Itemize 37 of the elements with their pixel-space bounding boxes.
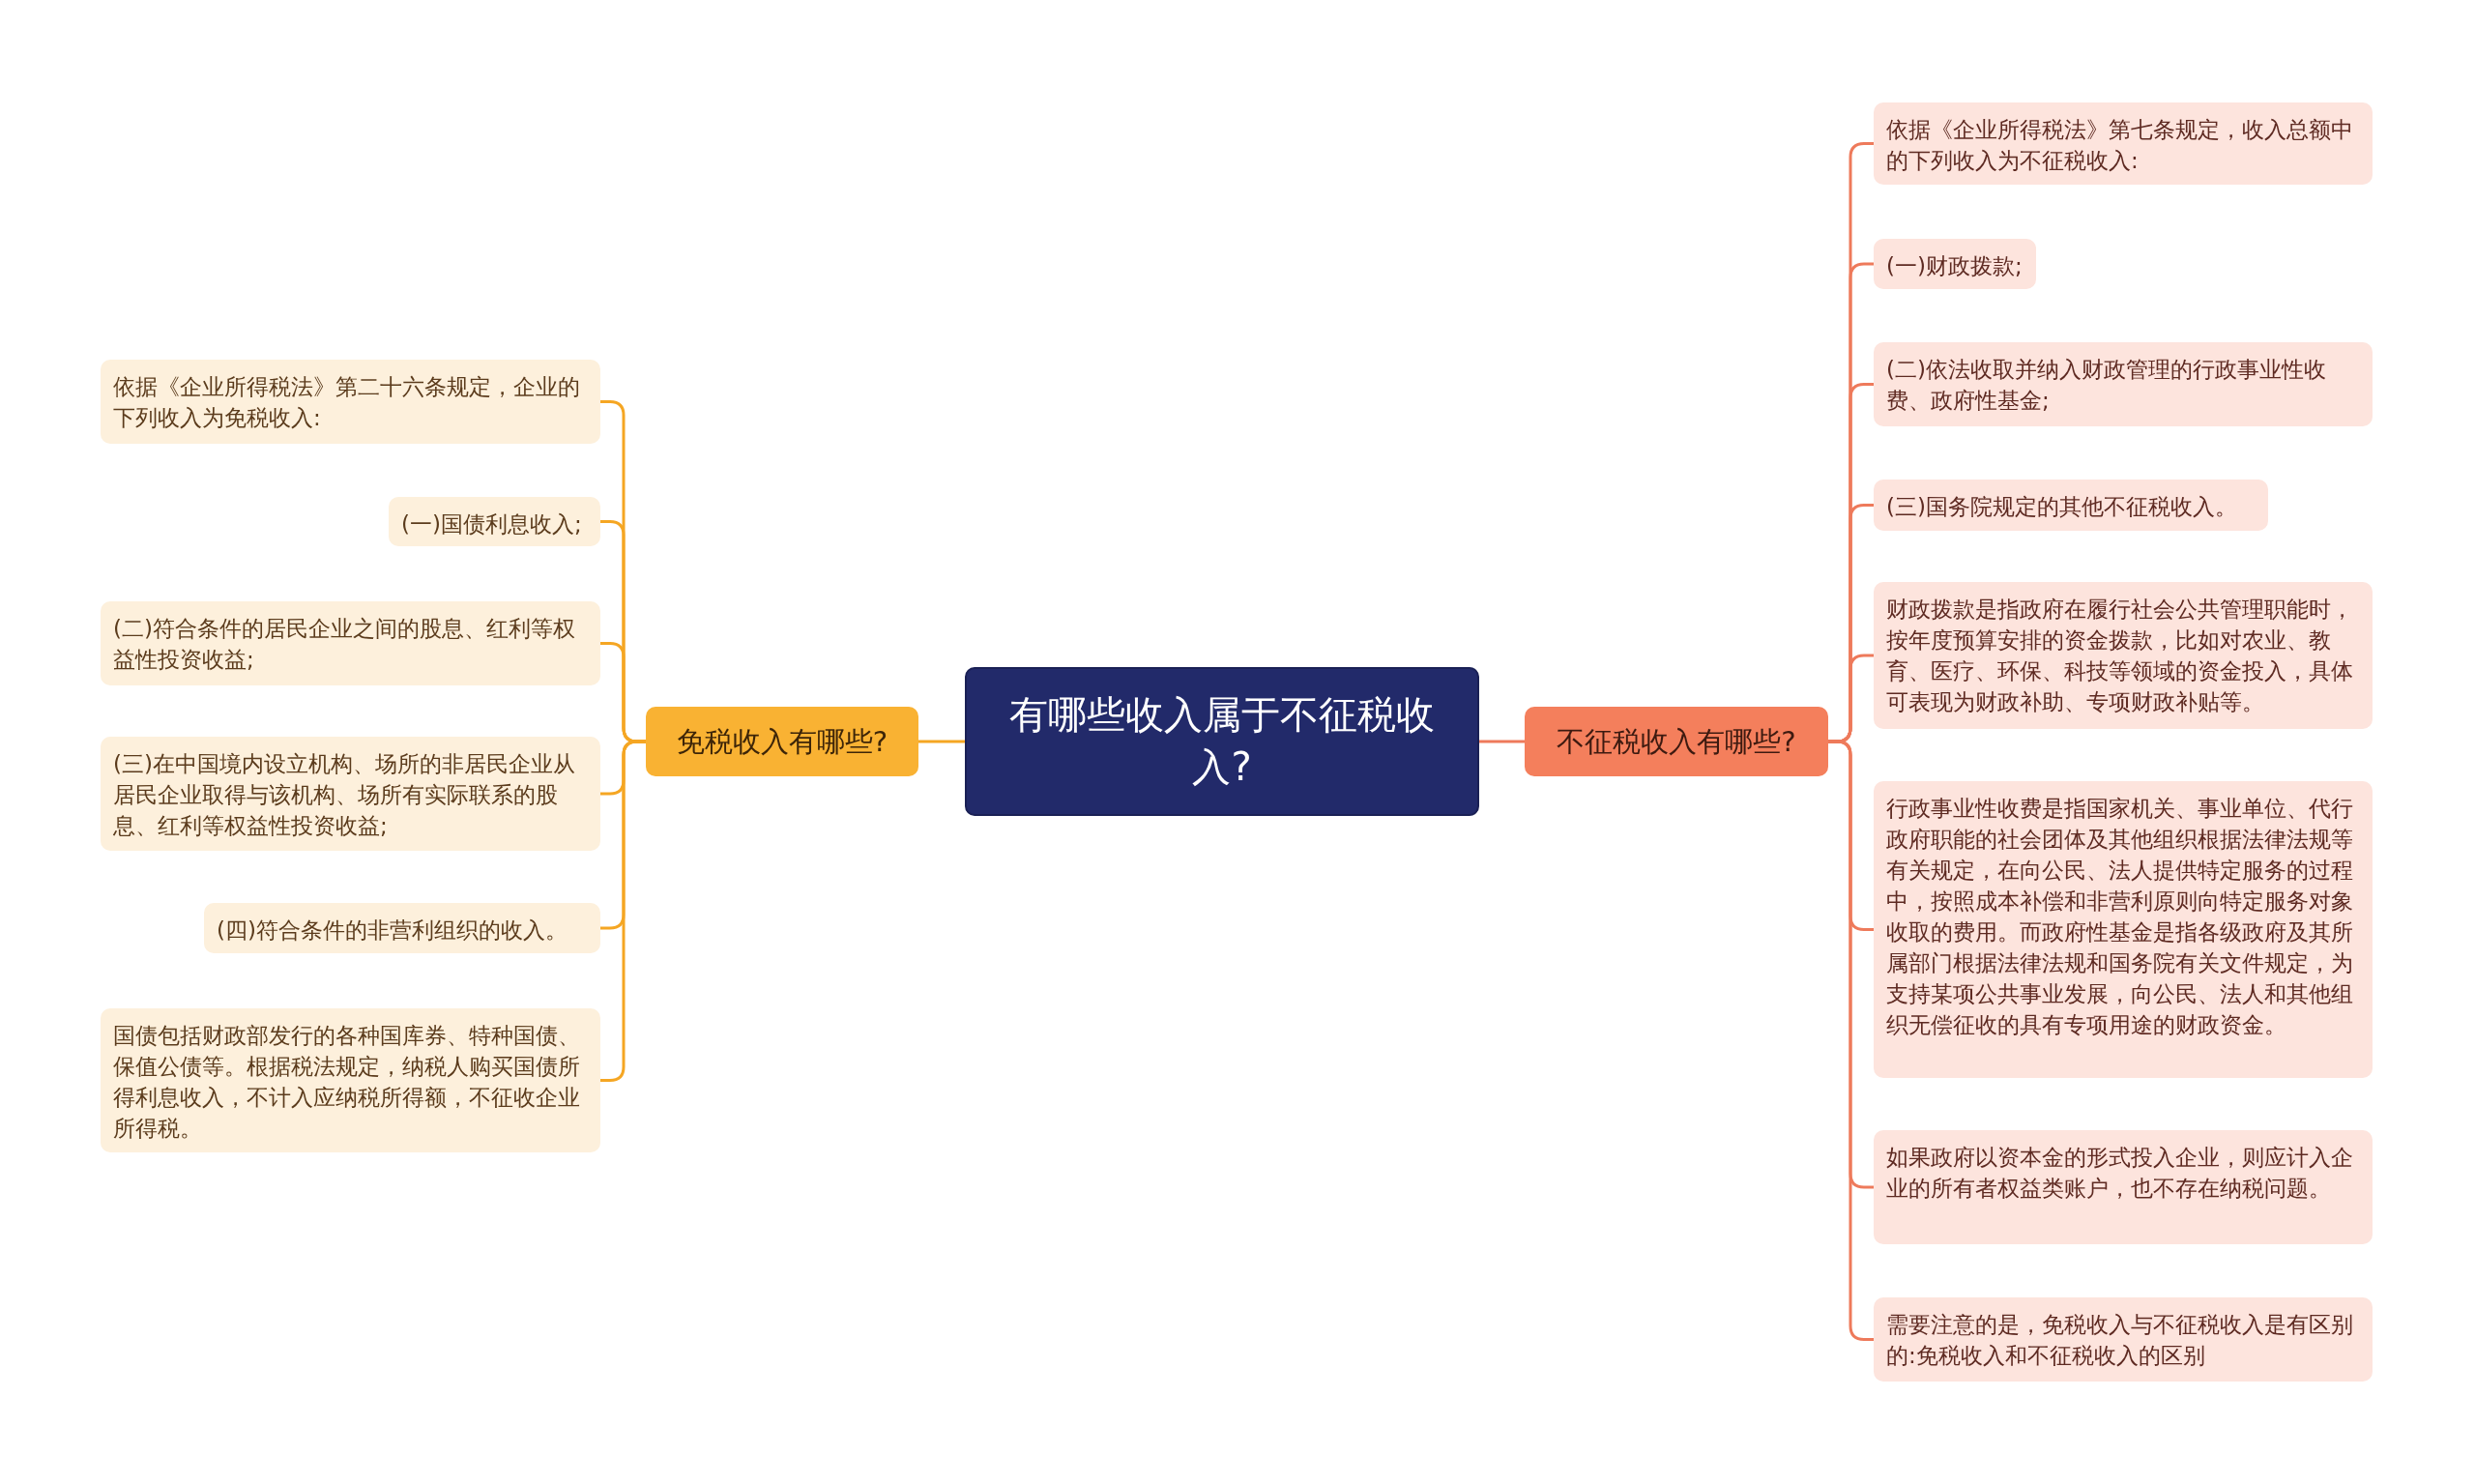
note-text: 依据《企业所得税法》第二十六条规定，企业的下列收入为免税收入: <box>113 373 581 432</box>
note-box <box>1874 1297 2373 1382</box>
note-text: 行政事业性收费是指国家机关、事业单位、代行政府职能的社会团体及其他组织根据法律法规等有关规定，在向公民、法人提供特定服务的过程中，按照成本补偿和非营利原则向特定服务对象收取的费用。而政府性基金是指各级政府及其所属部门根据法律法规和国务院有关文件规定，为支持某项公共事业发展，向公民、法人和其他组织无偿征收的具有专项用途的财政资金。 <box>1886 795 2354 1039</box>
note-box <box>1874 781 2373 1078</box>
branch-text: 免税收入有哪些? <box>675 724 889 760</box>
note-text: (二)符合条件的居民企业之间的股息、红利等权益性投资收益; <box>113 615 576 674</box>
note-text: (三)在中国境内设立机构、场所的非居民企业从居民企业取得与该机构、场所有实际联系的股息、红利等权益性投资收益; <box>113 750 576 840</box>
note-text: 需要注意的是，免税收入与不征税收入是有区别的:免税收入和不征税收入的区别 <box>1886 1311 2354 1370</box>
note-text: (四)符合条件的非营利组织的收入。 <box>217 917 568 945</box>
note-text: 如果政府以资本金的形式投入企业，则应计入企业的所有者权益类账户，也不存在纳税问题。 <box>1886 1144 2354 1203</box>
note-box <box>101 601 600 685</box>
branch-text: 不征税收入有哪些? <box>1556 724 1797 760</box>
note-box <box>1874 239 2036 289</box>
note-text: 依据《企业所得税法》第七条规定，收入总额中的下列收入为不征税收入: <box>1886 116 2354 175</box>
note-text: 财政拨款是指政府在履行社会公共管理职能时，按年度预算安排的资金拨款，比如对农业、教育、医疗、环保、科技等领域的资金投入，具体可表现为财政补助、专项财政补贴等。 <box>1886 596 2354 716</box>
note-text: 国债包括财政部发行的各种国库券、特种国债、保值公债等。根据税法规定，纳税人购买国债所得利息收入，不计入应纳税所得额，不征收企业所得税。 <box>113 1022 581 1143</box>
connector-line <box>1479 740 1525 743</box>
note-box <box>101 737 600 851</box>
note-text: (一)国债利息收入; <box>401 510 583 538</box>
note-text: (二)依法收取并纳入财政管理的行政事业性收费、政府性基金; <box>1886 356 2327 415</box>
note-text: (一)财政拨款; <box>1886 252 2024 280</box>
note-box <box>1874 582 2373 729</box>
note-box <box>101 360 600 444</box>
branch-box <box>646 707 918 776</box>
topic-box <box>965 667 1479 816</box>
note-box <box>204 903 600 953</box>
note-text: (三)国务院规定的其他不征税收入。 <box>1886 493 2238 521</box>
connector-line <box>600 740 646 1082</box>
branch-box <box>1525 707 1828 776</box>
note-box <box>1874 1130 2373 1244</box>
connector-line <box>918 740 965 743</box>
note-box <box>389 497 600 546</box>
note-box <box>1874 102 2373 185</box>
topic-text: 有哪些收入属于不征税收入? <box>1008 691 1436 791</box>
note-box <box>101 1008 600 1152</box>
note-box <box>1874 342 2373 426</box>
note-box <box>1874 480 2268 531</box>
